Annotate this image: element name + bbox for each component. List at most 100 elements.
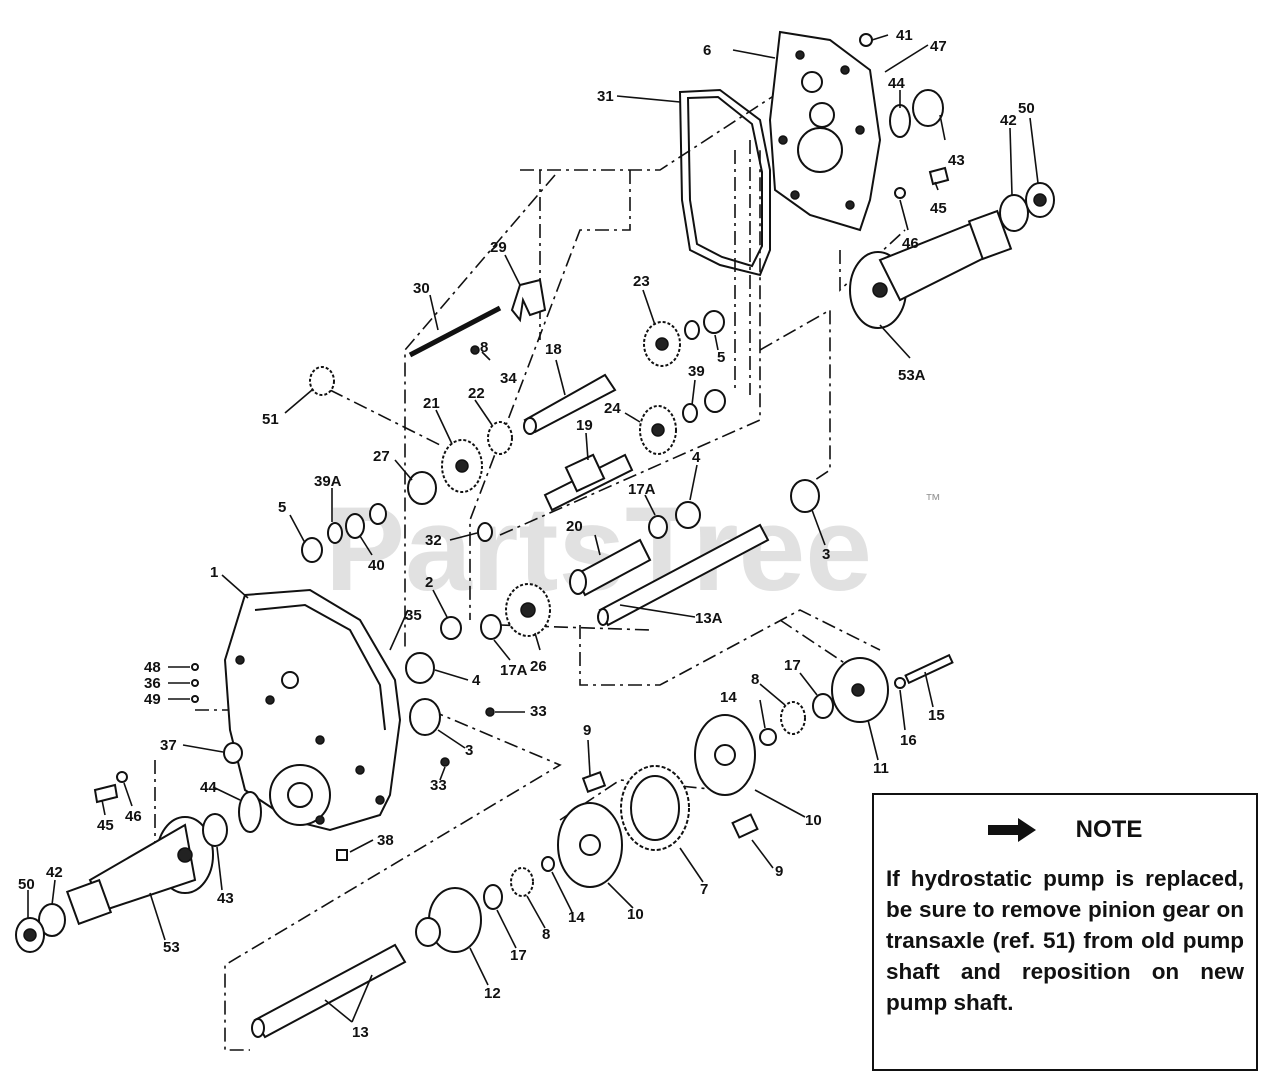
bearing-2-part [440,616,462,640]
callout-39a: 39A [314,473,342,490]
callout-14-upper: 14 [720,689,737,706]
callout-3-lower: 3 [465,742,473,759]
callout-37: 37 [160,737,177,754]
callout-45-lower: 45 [97,817,114,834]
callout-14-lower: 14 [568,909,585,926]
leader-lines [27,34,1039,1023]
callout-22: 22 [468,385,485,402]
callout-4-upper: 4 [692,449,701,466]
bearing-3-lower-part [409,698,441,736]
bearing-40-part [345,513,365,539]
callout-32: 32 [425,532,442,549]
callout-41: 41 [896,27,913,44]
callout-33-upper: 33 [530,703,547,720]
callout-17-lower: 17 [510,947,527,964]
callout-44: 44 [888,75,905,92]
oring-44-part [889,104,911,138]
diff-housing-10-lower-part [557,802,623,888]
callout-21: 21 [423,395,440,412]
callout-26: 26 [530,658,547,675]
washer-46-part [894,187,906,199]
callout-38: 38 [377,832,394,849]
callout-17a-lower: 17A [500,662,528,679]
bearing-lower-part [704,389,726,413]
gear-8-lower-part [510,867,534,897]
bolt-15-part [904,653,954,685]
gasket-part [678,88,771,277]
part-49 [191,695,199,703]
bushing-27-part [407,471,437,505]
shaft-13-part [251,943,407,1039]
pin-33-lower-part [440,757,450,767]
bolt-41-part [859,33,873,47]
callout-43-lower: 43 [217,890,234,907]
gear-24-part [639,405,677,455]
callout-5-upper: 5 [717,349,725,366]
callout-13: 13 [352,1024,369,1041]
ring-39-lower-part [682,403,698,423]
washer-16-part [894,677,906,689]
washer-part [327,522,343,544]
callout-labels: 41 47 6 31 44 43 42 50 45 46 53A 29 30 8… [18,27,1035,1041]
callout-8-lower: 8 [542,926,550,943]
callout-35: 35 [405,607,422,624]
ring-gear-7-part [620,765,690,851]
shaft-18-part [523,373,617,435]
callout-19: 19 [576,417,593,434]
callout-20: 20 [566,518,583,535]
callout-10-lower: 10 [627,906,644,923]
callout-16: 16 [900,732,917,749]
bolt-45-lower-part [93,783,119,804]
callout-46-lower: 46 [125,808,142,825]
bearing-4-lower-part [405,652,435,684]
shift-rod-part [408,305,502,358]
callout-42: 42 [1000,112,1017,129]
callout-11: 11 [873,760,889,777]
ring-39-part [684,320,700,340]
gear-23-part [643,321,681,367]
bearing-5-part [703,310,725,334]
plug-38-part [336,849,348,861]
bearing-3-part [790,479,820,513]
callout-4-lower: 4 [472,672,481,689]
block-9-part [731,813,759,839]
gear-26-part [505,583,551,637]
note-header: NOTE [886,805,1244,855]
plate-12-part [415,887,482,953]
part-36 [191,679,199,687]
callout-43: 43 [948,152,965,169]
seal-43-lower-part [202,813,228,847]
callout-42-lower: 42 [46,864,63,881]
ring-17a-lower-part [480,614,502,640]
callout-6: 6 [703,42,711,59]
watermark-trademark: ™ [925,492,941,509]
callout-10-right: 10 [805,812,822,829]
callout-48: 48 [144,659,161,676]
callout-9-lower: 9 [775,863,783,880]
plate-11-part [831,657,889,723]
axle-53-part [15,816,214,953]
note-box: NOTE If hydrostatic pump is replaced, be… [872,793,1258,1071]
right-arrow-icon [987,818,1036,842]
note-body: If hydrostatic pump is replaced, be sure… [886,866,1244,1015]
callout-36: 36 [144,675,161,692]
callout-24: 24 [604,400,621,417]
gear-shaft-20-part [569,538,652,597]
callout-8-upper: 8 [480,339,488,356]
callout-49: 49 [144,691,161,708]
callout-40: 40 [368,557,385,574]
callout-12: 12 [484,985,501,1002]
callout-18: 18 [545,341,562,358]
callout-30: 30 [413,280,430,297]
washer-17-lower-part [483,884,503,910]
bearing-5-lower-part [301,537,323,563]
callout-31: 31 [597,88,614,105]
ring-14-lower-part [541,856,555,872]
transmission-cover-part [768,30,882,232]
pinion-gear-51-part [309,366,335,396]
callout-27: 27 [373,448,390,465]
washer-46-lower-part [116,771,128,783]
axle-53a-part [849,182,1055,329]
callout-13a: 13A [695,610,723,627]
